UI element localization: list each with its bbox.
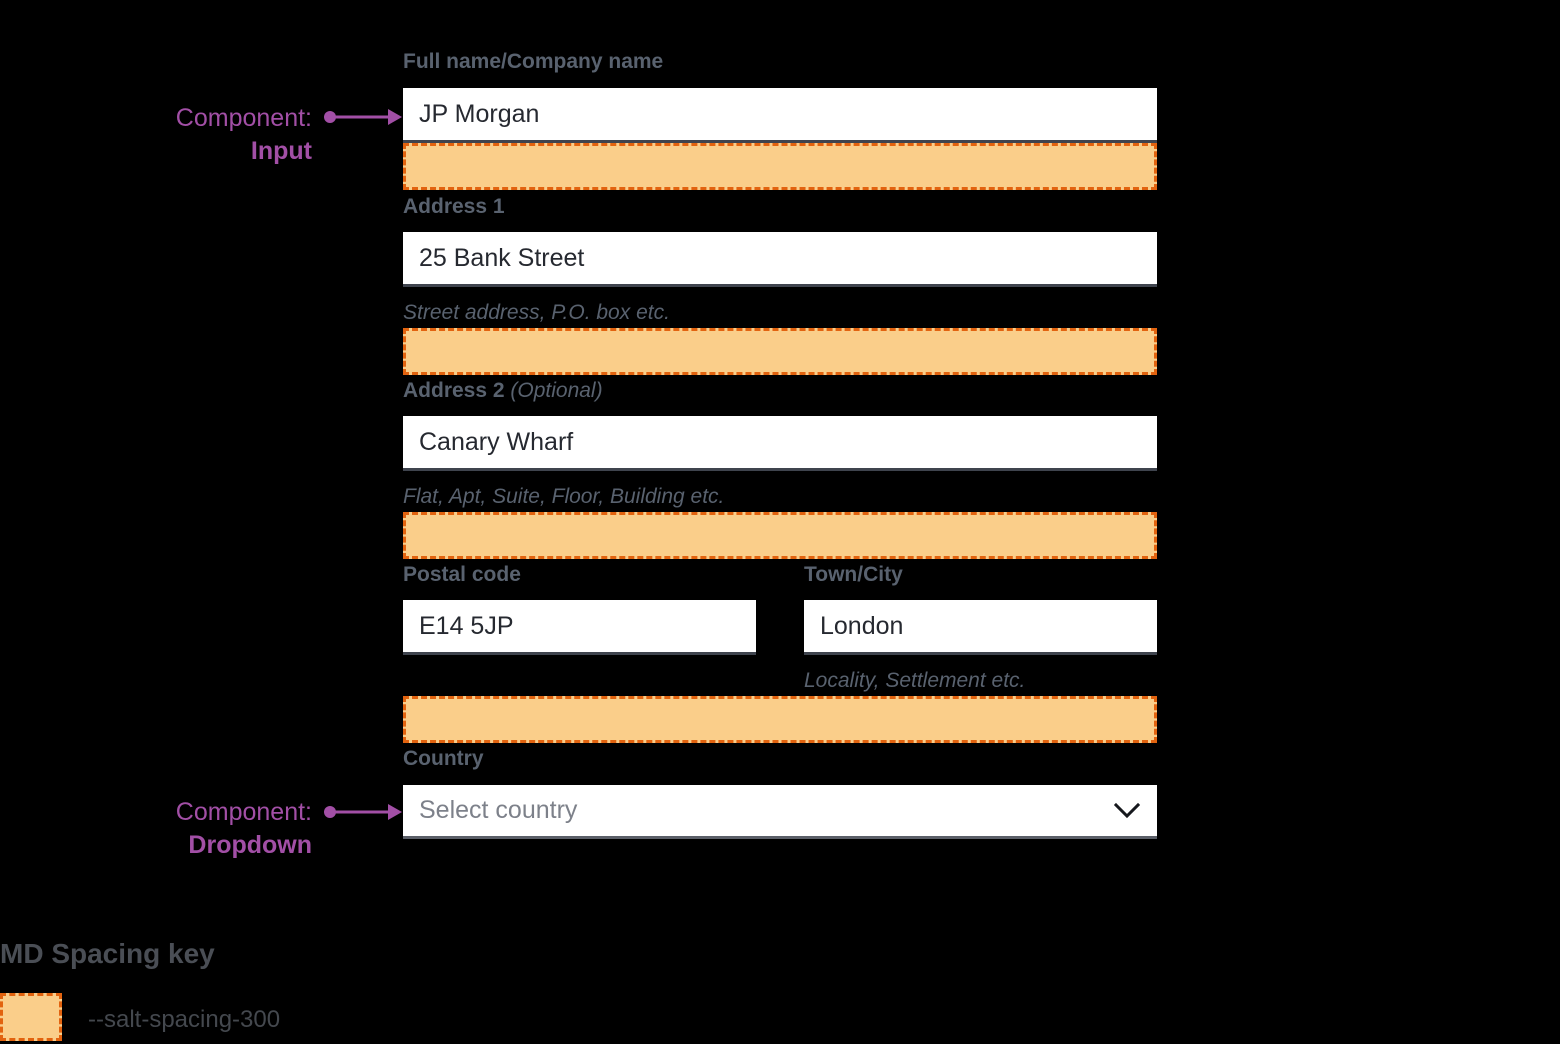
spacing-block-4	[403, 696, 1157, 743]
spacing-block-1	[403, 143, 1157, 190]
full-name-label: Full name/Company name	[403, 50, 664, 73]
country-dropdown-placeholder: Select country	[419, 796, 578, 824]
town-city-input[interactable]	[804, 600, 1157, 655]
address2-label: Address 2 (Optional)	[403, 379, 603, 403]
input-annotation: Component: Input	[40, 102, 312, 168]
postal-code-input[interactable]	[403, 600, 756, 655]
dropdown-annotation-arrow-icon	[324, 804, 402, 820]
dropdown-annotation-component: Dropdown	[188, 831, 312, 859]
full-name-input[interactable]	[403, 88, 1157, 143]
spacing-block-2	[403, 328, 1157, 375]
spacing-key-swatch	[0, 993, 62, 1041]
chevron-down-icon	[1113, 802, 1141, 820]
spacing-key-heading: MD Spacing key	[0, 938, 215, 969]
postal-code-label: Postal code	[403, 563, 521, 586]
dropdown-annotation-prefix: Component:	[175, 798, 312, 826]
address2-label-text: Address 2	[403, 379, 505, 402]
country-dropdown[interactable]: Select country	[403, 785, 1157, 839]
input-annotation-component: Input	[250, 137, 312, 165]
address2-input[interactable]	[403, 416, 1157, 471]
address1-label: Address 1	[403, 195, 505, 218]
input-annotation-prefix: Component:	[175, 104, 312, 132]
spacing-key-token-label: --salt-spacing-300	[88, 1006, 281, 1033]
address1-helper-text: Street address, P.O. box etc.	[403, 301, 670, 324]
country-label: Country	[403, 747, 484, 770]
address1-input[interactable]	[403, 232, 1157, 287]
town-city-label: Town/City	[804, 563, 903, 586]
dropdown-annotation: Component: Dropdown	[40, 796, 312, 862]
address2-helper-text: Flat, Apt, Suite, Floor, Building etc.	[403, 485, 725, 508]
input-annotation-arrow-icon	[324, 109, 402, 125]
spacing-block-3	[403, 512, 1157, 559]
town-city-helper-text: Locality, Settlement etc.	[804, 669, 1026, 692]
address2-optional-text: (Optional)	[510, 379, 603, 402]
